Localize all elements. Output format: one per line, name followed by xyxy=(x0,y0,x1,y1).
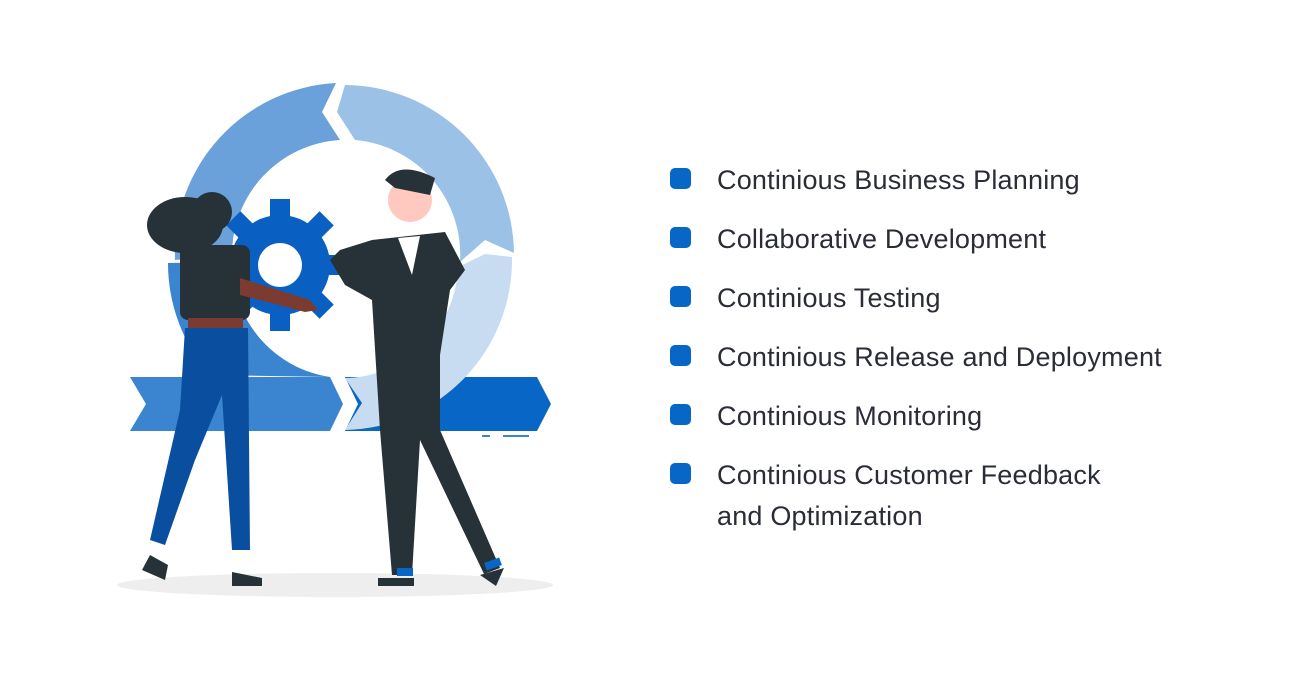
list-item-label-line2: and Optimization xyxy=(717,501,923,531)
square-bullet-icon xyxy=(670,463,691,484)
list-item: Continious Business Planning xyxy=(670,160,1230,219)
devops-practices-list: Continious Business Planning Collaborati… xyxy=(670,160,1230,531)
list-item-label-line1: Continious Customer Feedback xyxy=(717,460,1101,490)
square-bullet-icon xyxy=(670,227,691,248)
cycle-illustration-icon xyxy=(117,83,553,597)
list-item: Collaborative Development xyxy=(670,219,1230,278)
list-item-label: Continious Customer Feedback and Optimiz… xyxy=(717,455,1101,537)
list-item-label: Continious Monitoring xyxy=(717,401,983,431)
square-bullet-icon xyxy=(670,345,691,366)
list-item: Continious Monitoring xyxy=(670,396,1230,455)
list-item-label: Continious Testing xyxy=(717,283,941,313)
list-item: Continious Customer Feedback and Optimiz… xyxy=(670,455,1230,531)
list-item-label: Continious Release and Deployment xyxy=(717,342,1162,372)
list-item: Continious Release and Deployment xyxy=(670,337,1230,396)
devops-illustration xyxy=(0,0,600,683)
square-bullet-icon xyxy=(670,168,691,189)
square-bullet-icon xyxy=(670,404,691,425)
square-bullet-icon xyxy=(670,286,691,307)
list-item: Continious Testing xyxy=(670,278,1230,337)
list-item-label: Collaborative Development xyxy=(717,224,1047,254)
list-item-label: Continious Business Planning xyxy=(717,165,1080,195)
